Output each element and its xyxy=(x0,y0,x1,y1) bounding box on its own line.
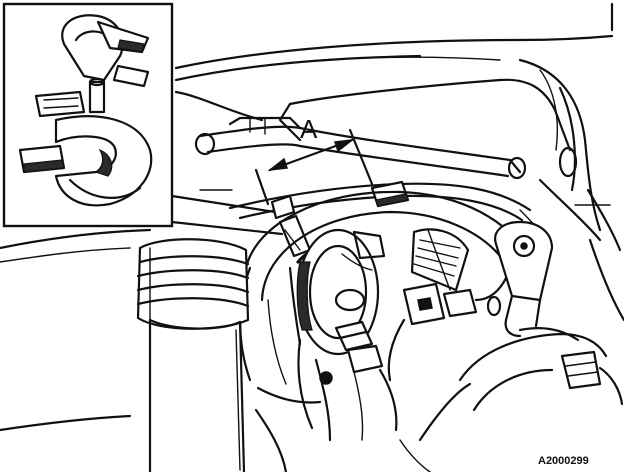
dimension-a-extension-left xyxy=(254,168,270,206)
dimension-a-arrowhead-left xyxy=(267,157,289,172)
dimension-a-label: A xyxy=(300,114,318,144)
inset-stud xyxy=(88,80,106,114)
reservoir-hatched xyxy=(410,228,470,292)
harness-clip xyxy=(370,180,410,208)
inset-leader xyxy=(170,189,290,236)
dimension-a-extension-right xyxy=(348,128,374,186)
lower-center-parts xyxy=(254,386,431,472)
clip-detail-inset xyxy=(2,2,174,228)
inset-right-tab xyxy=(112,64,150,88)
air-duct xyxy=(278,58,622,252)
dimension-a-arrowhead-right xyxy=(333,138,355,153)
lower-right-hose xyxy=(418,327,624,442)
mounting-bracket xyxy=(486,220,554,338)
upper-hose xyxy=(194,116,527,180)
dimension-a: A xyxy=(254,114,374,206)
electrical-connector xyxy=(387,276,508,382)
body-panel-lines xyxy=(0,2,624,432)
inset-lower-clamp xyxy=(54,115,153,207)
inset-left-tab xyxy=(34,90,86,118)
figure-code: A2000299 xyxy=(538,455,589,467)
brake-line-fittings xyxy=(297,320,398,442)
strut-cylinder xyxy=(148,318,246,472)
bellows-boot xyxy=(136,238,250,330)
